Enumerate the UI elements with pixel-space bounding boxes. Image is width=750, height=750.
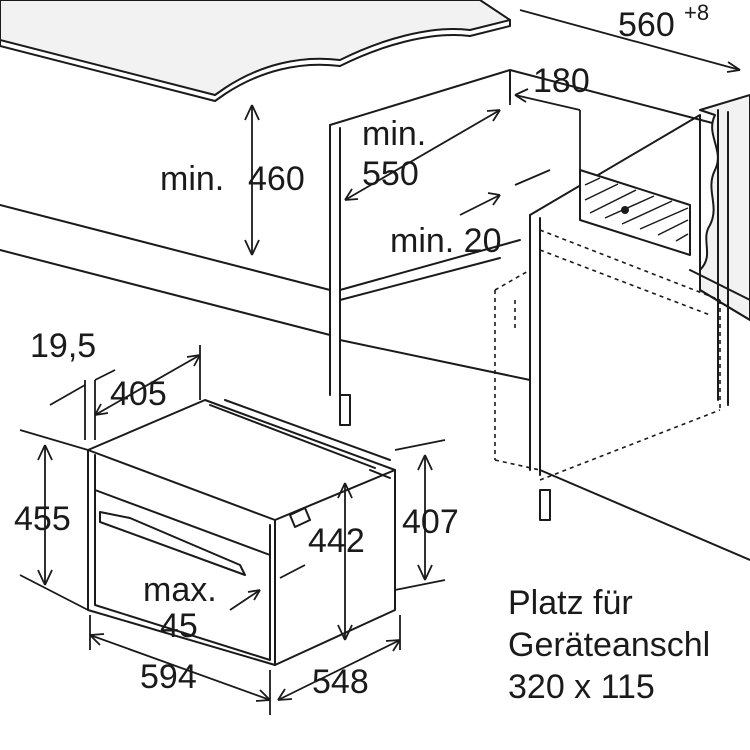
dim-depth-min-label: min. (362, 115, 426, 153)
dim-oven-depth: 548 (312, 663, 369, 701)
dim-niche-offset: 180 (533, 62, 590, 100)
control-knob-icon (289, 507, 311, 528)
dim-inner-depth: 405 (110, 375, 167, 413)
note-line-2: Geräteanschl (508, 626, 710, 664)
countertop (0, 0, 511, 102)
dim-oven-width: 594 (140, 658, 197, 696)
dim-niche-height: 407 (402, 503, 459, 541)
dim-depth-min-value: 550 (362, 155, 419, 193)
vent-recess-hatched (579, 169, 691, 256)
door-handle (99, 511, 246, 576)
connection-note: Platz für Geräteanschl 320 x 115 (508, 584, 710, 706)
side-cabinet (529, 94, 750, 561)
dim-inner-height: 442 (308, 522, 365, 560)
dim-total-height: 455 (14, 500, 71, 538)
dimension-labels: 560 +8 180 min. 460 min. 550 min. 20 19,… (14, 0, 709, 701)
dim-counter-width: 560 (618, 6, 675, 44)
dim-gap-min-value: 460 (248, 160, 305, 198)
dim-panel-max-label: max. (143, 571, 217, 609)
dimension-lines (19, 9, 741, 715)
dim-counter-tolerance: +8 (684, 0, 709, 25)
dim-gap-min-label: min. (160, 160, 224, 198)
connector-hole-icon (621, 206, 629, 214)
note-line-3: 320 x 115 (508, 668, 655, 706)
upper-cabinet (0, 69, 721, 426)
dim-vent-min: min. 20 (390, 222, 502, 260)
dim-panel-max-value: 45 (160, 607, 198, 645)
installation-space-dashed (494, 229, 721, 481)
dim-front-offset: 19,5 (30, 327, 96, 365)
note-line-1: Platz für (508, 584, 633, 622)
